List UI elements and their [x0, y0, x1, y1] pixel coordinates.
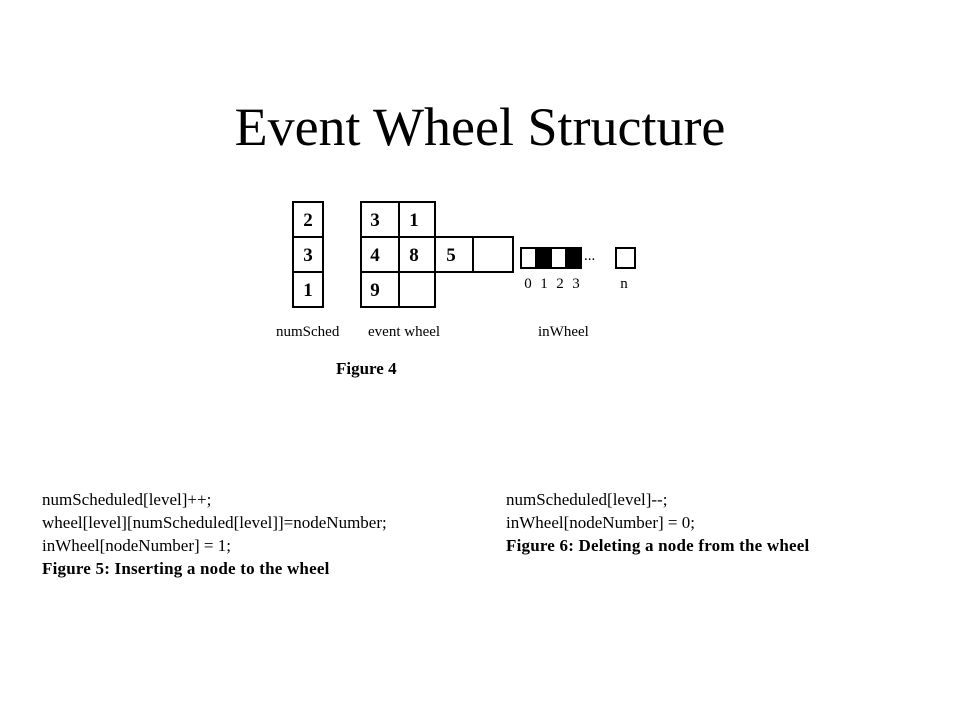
slide-title: Event Wheel Structure — [234, 97, 726, 157]
wheel-value-0-1: 1 — [409, 210, 419, 231]
insert-code-block: numScheduled[level]++; wheel[level][numS… — [42, 488, 387, 580]
delete-code-block: numScheduled[level]--; inWheel[nodeNumbe… — [506, 488, 809, 557]
delete-code-line-1: numScheduled[level]--; — [506, 490, 668, 509]
numsched-value-2: 1 — [303, 280, 313, 301]
inwheel-index-0: 0 — [524, 276, 532, 292]
wheel-cell-0-0 — [360, 201, 400, 238]
numsched-value-1: 3 — [303, 245, 313, 266]
wheel-value-1-2: 5 — [446, 245, 456, 266]
inwheel-bit-3 — [565, 247, 582, 269]
figure-4-caption: Figure 4 — [336, 359, 397, 378]
inwheel-bit-1 — [535, 247, 552, 269]
wheel-cell-0-1 — [398, 201, 436, 238]
delete-code-line-2: inWheel[nodeNumber] = 0; — [506, 513, 695, 532]
event-wheel-label: event wheel — [368, 324, 440, 340]
wheel-cell-1-0 — [360, 236, 400, 273]
inwheel-bit-0 — [520, 247, 537, 269]
inwheel-index-1: 1 — [540, 276, 548, 292]
wheel-value-0-0: 3 — [370, 210, 380, 231]
inwheel-ellipsis: ... — [584, 248, 595, 264]
insert-code-line-2: wheel[level][numScheduled[level]]=nodeNu… — [42, 513, 387, 532]
event-wheel-grid: 3 1 4 8 5 9 — [360, 201, 514, 308]
wheel-cell-1-3 — [472, 236, 514, 273]
numsched-cell-2 — [292, 271, 324, 308]
wheel-value-1-0: 4 — [370, 245, 380, 266]
event-wheel-figure: 2 3 1 numSched 3 1 4 8 5 9 event — [270, 192, 650, 347]
event-wheel-diagram: 2 3 1 numSched 3 1 4 8 5 9 event — [276, 201, 636, 340]
numsched-array: 2 3 1 — [292, 201, 324, 308]
numsched-value-0: 2 — [303, 210, 313, 231]
wheel-value-2-0: 9 — [370, 280, 380, 301]
inwheel-index-n: n — [620, 276, 628, 292]
inwheel-label: inWheel — [538, 324, 589, 340]
wheel-cell-2-1 — [398, 271, 436, 308]
wheel-cell-2-0 — [360, 271, 400, 308]
inwheel-index-3: 3 — [572, 276, 580, 292]
inwheel-index-2: 2 — [556, 276, 564, 292]
figure-6-caption: Figure 6: Deleting a node from the wheel — [506, 536, 810, 555]
numsched-label: numSched — [276, 324, 340, 340]
inwheel-array: ... 0 1 2 3 n — [520, 247, 636, 292]
wheel-value-1-1: 8 — [409, 245, 419, 266]
insert-code-line-1: numScheduled[level]++; — [42, 490, 212, 509]
insert-code-line-3: inWheel[nodeNumber] = 1; — [42, 536, 231, 555]
inwheel-bit-n — [615, 247, 636, 269]
figure-5-caption: Figure 5: Inserting a node to the wheel — [42, 559, 330, 578]
inwheel-bit-2 — [550, 247, 567, 269]
